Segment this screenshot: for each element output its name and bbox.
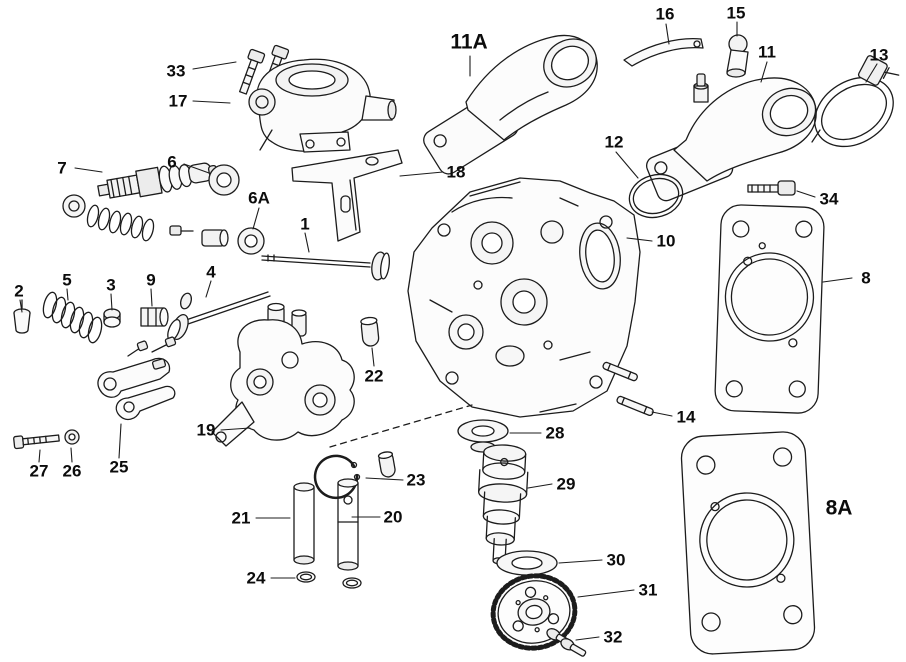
callout-5: 5 (62, 270, 72, 290)
callout-4: 4 (206, 262, 216, 282)
part-dowel-pin (360, 316, 380, 347)
part-adjuster-screw (13, 429, 80, 450)
part-intake-manifold (645, 73, 817, 202)
callout-1: 1 (300, 214, 310, 234)
part-intake-valve (261, 251, 391, 281)
callout-8A: 8A (825, 496, 853, 520)
part-valve-seal (208, 164, 240, 196)
callout-25: 25 (109, 457, 129, 477)
part-bearing (496, 550, 558, 576)
callout-6: 6 (167, 152, 177, 172)
callout-7: 7 (57, 158, 67, 178)
part-cam-sprocket (490, 573, 578, 651)
callout-29: 29 (556, 474, 576, 494)
part-sprocket-bolts (546, 628, 587, 657)
part-inner-spring-set (62, 194, 265, 255)
callout-20: 20 (383, 507, 403, 527)
part-fitting (726, 34, 749, 78)
part-camshaft (478, 444, 529, 565)
callout-19: 19 (196, 420, 216, 440)
callout-3: 3 (106, 275, 116, 295)
callout-30: 30 (606, 550, 626, 570)
callout-8: 8 (861, 268, 871, 288)
callout-26: 26 (62, 461, 82, 481)
part-dowel-pin-2 (377, 451, 396, 478)
part-hose-clamp (811, 55, 900, 148)
part-head-gasket (714, 204, 825, 414)
alignment-dashed-line (329, 404, 473, 448)
callout-17: 17 (168, 91, 188, 111)
callout-18: 18 (446, 162, 466, 182)
leader-lines (19, 21, 878, 641)
part-exhaust-valve (167, 291, 271, 342)
callout-14: 14 (676, 407, 696, 427)
callout-13: 13 (869, 45, 889, 65)
callout-16: 16 (655, 4, 675, 24)
callout-23: 23 (406, 470, 426, 490)
part-o-ring (628, 173, 684, 219)
callout-34: 34 (819, 189, 839, 209)
callout-24: 24 (246, 568, 266, 588)
callout-28: 28 (545, 423, 565, 443)
callout-11: 11 (758, 42, 776, 62)
part-breather-pipe (623, 38, 704, 67)
callout-10: 10 (656, 231, 676, 251)
callout-33: 33 (166, 61, 186, 81)
part-rocker-holder (211, 302, 355, 447)
callout-2: 2 (14, 281, 24, 301)
callout-15: 15 (726, 3, 746, 23)
callout-31: 31 (638, 580, 658, 600)
part-thermostat-housing (248, 58, 397, 153)
part-flange-bolt (747, 180, 796, 196)
callout-6A: 6A (248, 188, 270, 208)
callout-27: 27 (29, 461, 49, 481)
part-circlip (313, 454, 361, 500)
part-rocker-shafts (293, 478, 359, 571)
part-rocker-arms (97, 336, 177, 421)
part-valve-spring-kit (13, 291, 169, 344)
callout-12: 12 (604, 132, 624, 152)
part-cylinder-head (407, 177, 641, 418)
part-studs (602, 361, 654, 417)
callout-22: 22 (364, 366, 384, 386)
part-cam-washer (457, 419, 509, 453)
part-intake-manifold-a (423, 35, 598, 175)
part-base-gasket (680, 431, 816, 655)
callout-9: 9 (146, 270, 156, 290)
callout-11A: 11A (450, 30, 488, 54)
part-bracket (291, 149, 403, 242)
callout-21: 21 (231, 508, 251, 528)
part-shaft-o-rings (296, 571, 362, 589)
part-spark-plug (97, 162, 218, 199)
callout-32: 32 (603, 627, 623, 647)
